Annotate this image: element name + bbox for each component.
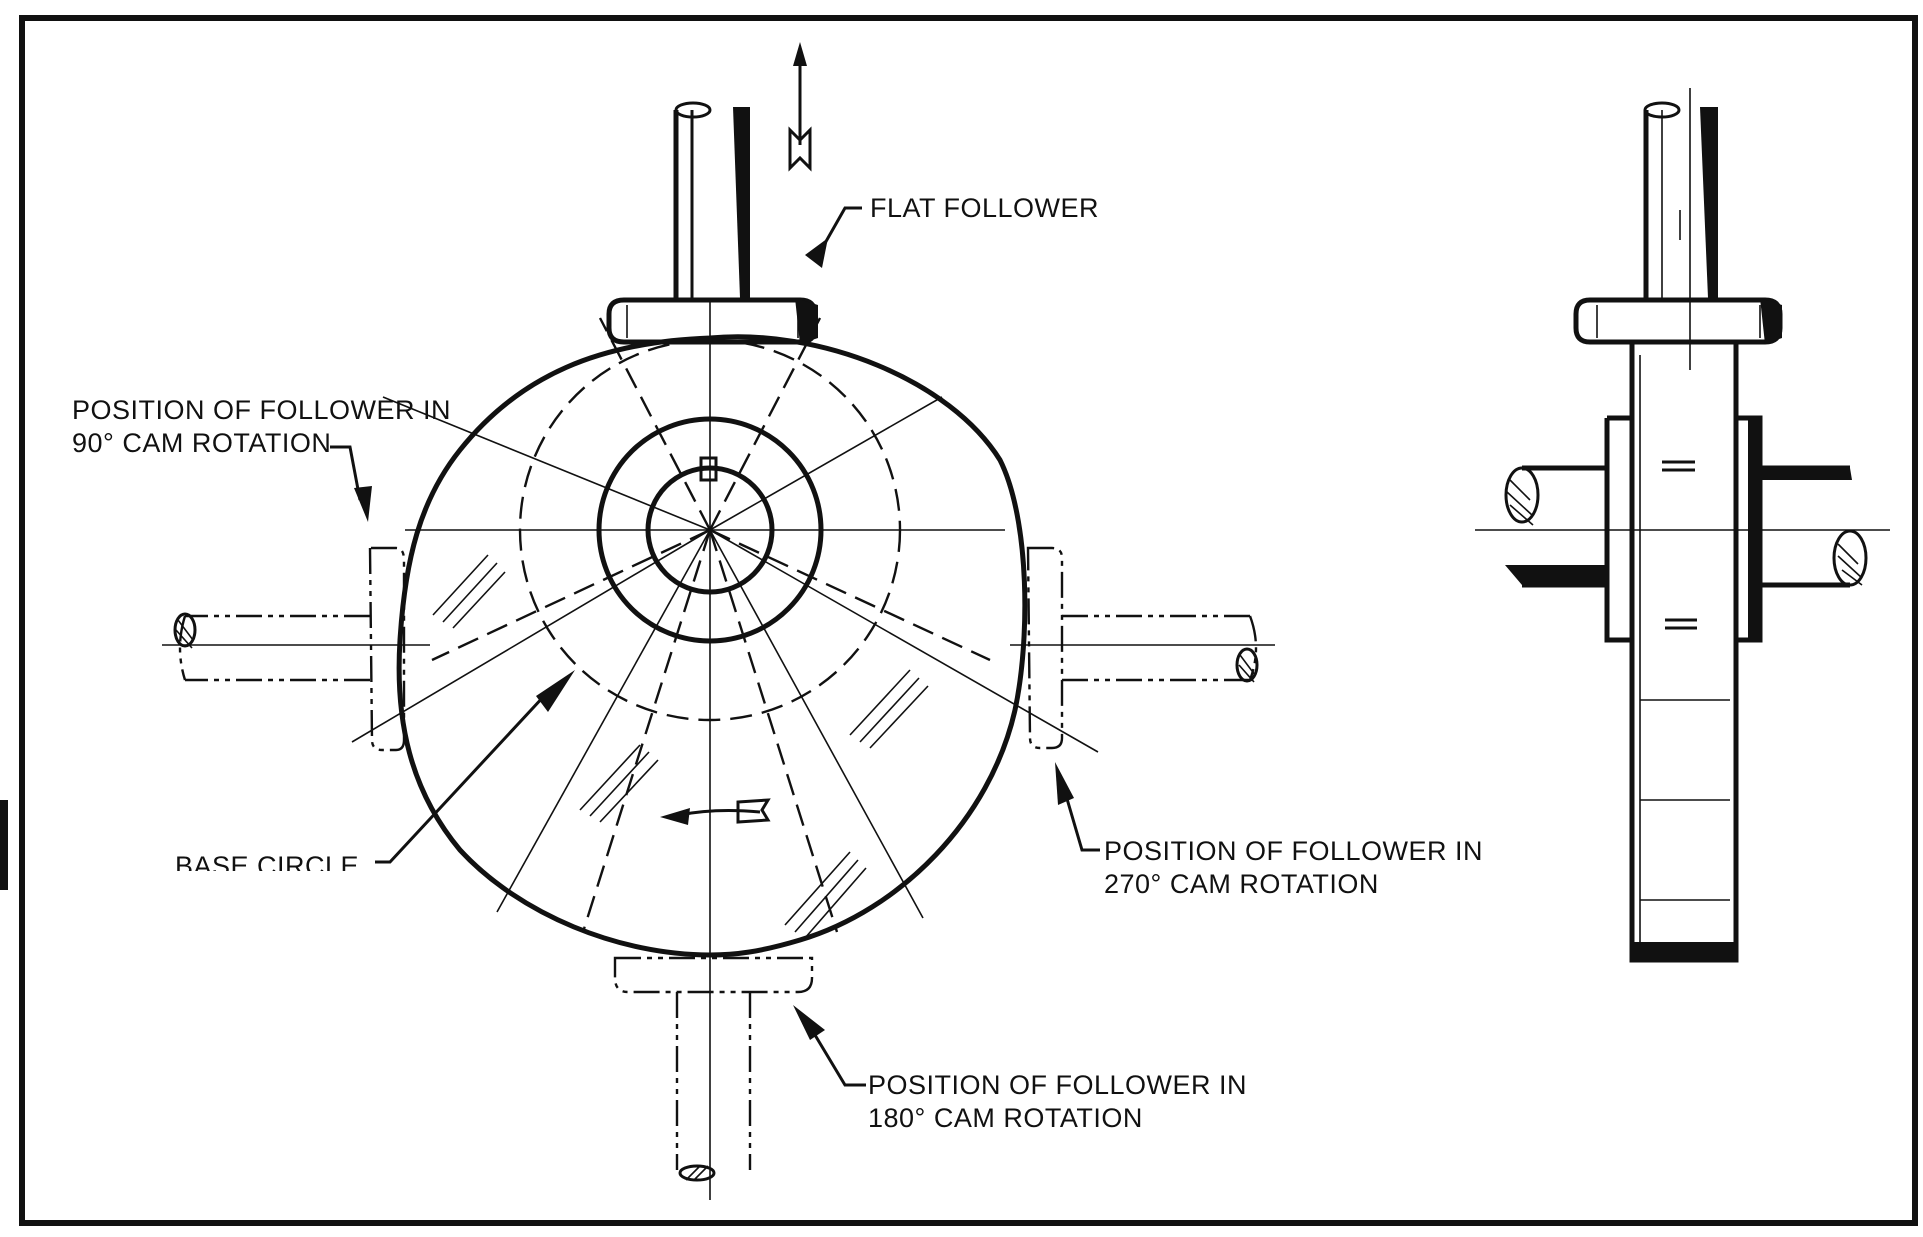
- leader-270: [1055, 762, 1100, 852]
- follower-270-phantom: [1010, 546, 1275, 750]
- side-view: [1475, 88, 1890, 963]
- drawing-frame: [19, 15, 1918, 1226]
- front-view: [162, 42, 1275, 1200]
- label-pos180-line2: 180° CAM ROTATION: [868, 1103, 1143, 1133]
- key: [699, 456, 718, 482]
- cam-profile: [396, 334, 1028, 958]
- cam-hatching: [432, 554, 929, 939]
- label-base-circle: BASE CIRCLE: [175, 851, 359, 881]
- label-pos90-line1: POSITION OF FOLLOWER IN: [72, 395, 451, 425]
- label-pos180-line1: POSITION OF FOLLOWER IN: [868, 1070, 1247, 1100]
- leader-flat-follower: [805, 206, 862, 268]
- top-follower: [606, 101, 818, 345]
- label-pos270-line1: POSITION OF FOLLOWER IN: [1104, 836, 1483, 866]
- follower-180-phantom: [613, 956, 814, 1182]
- leader-base-circle: [375, 670, 575, 864]
- leader-90: [330, 445, 372, 522]
- leader-180: [793, 1005, 866, 1087]
- label-pos90-line2: 90° CAM ROTATION: [72, 428, 331, 458]
- label-pos270-line2: 270° CAM ROTATION: [1104, 869, 1379, 899]
- follower-90-phantom: [162, 546, 430, 752]
- motion-arrow-up: [788, 42, 812, 172]
- label-flat-follower: FLAT FOLLOWER: [870, 193, 1099, 223]
- radial-lines: [351, 300, 1099, 1200]
- rotation-arrow: [660, 798, 771, 825]
- left-edge-mark: [0, 800, 8, 890]
- radial-dashed-lines: [431, 317, 991, 933]
